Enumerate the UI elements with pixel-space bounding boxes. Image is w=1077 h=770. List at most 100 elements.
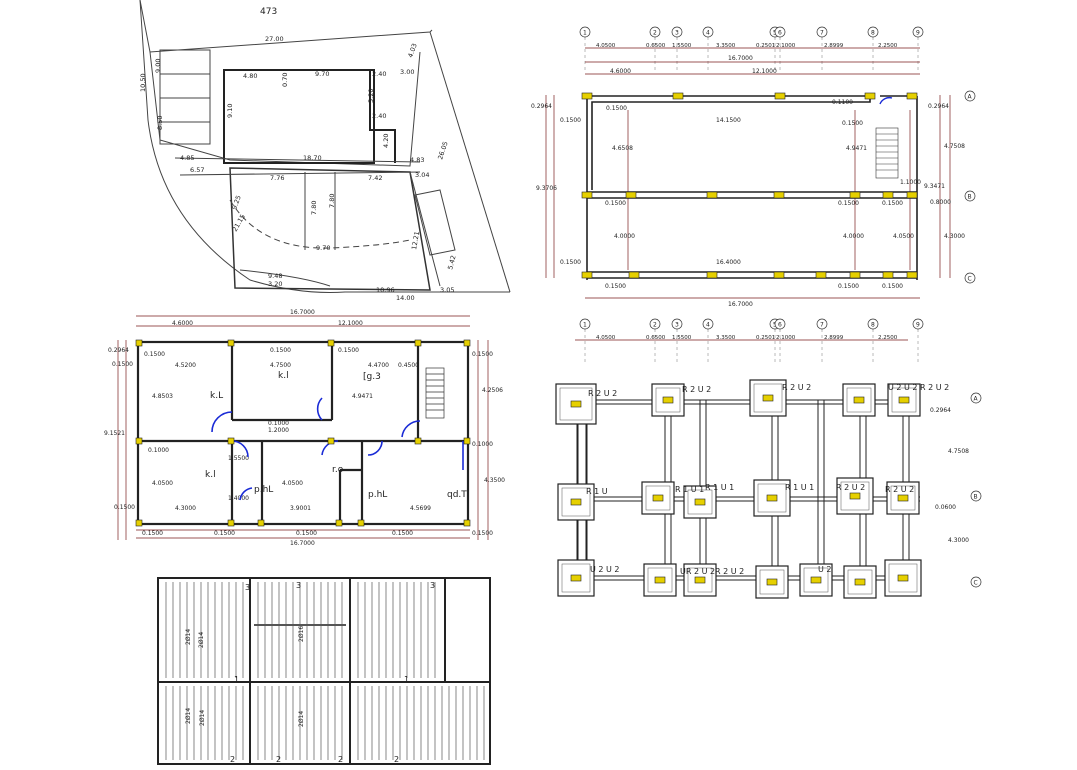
cp-dim-p: 4.3000 xyxy=(944,233,965,240)
slab-reinforcement-plan: 3 3 3 1 1 2 2 2 2 2Ø14 2Ø14 2Ø16 2Ø14 2Ø… xyxy=(157,577,491,765)
dim-v4: 2.40 xyxy=(372,112,386,120)
dim-house-right: 2.40 xyxy=(372,70,386,78)
grid-bubble xyxy=(867,26,879,38)
gf-dim-d1e: 0.1500 xyxy=(392,530,413,537)
column-marker xyxy=(672,92,684,100)
cp-dim-q: 9.3471 xyxy=(924,183,945,190)
dim-label: 2.1000 xyxy=(776,43,796,49)
fp-side-dim: 4.3000 xyxy=(948,537,969,544)
dim-label: 4.0500 xyxy=(596,43,616,49)
dim-label: 0.6500 xyxy=(646,43,666,49)
dim-diag-right: 26.05 xyxy=(436,140,449,160)
footing-outline xyxy=(803,567,829,593)
gf-dim-d23: 1.5500 xyxy=(228,455,249,462)
dim-lot-i: 12.21 xyxy=(410,231,421,251)
footing-label: R 2 U 2 xyxy=(885,485,914,494)
grid-label: 3 xyxy=(675,322,679,329)
rebar-label: 2Ø16 xyxy=(298,626,305,642)
fp-side-dim: 4.7508 xyxy=(948,448,969,455)
column-marker xyxy=(652,494,664,502)
grid-label: C xyxy=(974,580,978,587)
gf-dim-d24: 1.4000 xyxy=(228,495,249,502)
gf-dim-d9: 4.8503 xyxy=(152,393,173,400)
cp-dim-o: 4.7508 xyxy=(944,143,965,150)
dim-lot-d: 7.80 xyxy=(310,201,318,215)
column-marker xyxy=(706,271,718,279)
column-marker xyxy=(570,400,582,408)
dim-label: 2.1000 xyxy=(776,335,796,341)
grid-label: B xyxy=(968,194,972,201)
cp-dim-n: 0.2964 xyxy=(531,103,552,110)
slab-label: 2 xyxy=(338,755,343,764)
dim-site-top-right: 4.03 xyxy=(406,42,418,58)
grid-label: 1 xyxy=(583,30,587,37)
grid-bubble xyxy=(964,90,976,102)
dim-right-low: 5.42 xyxy=(446,254,457,270)
cp-dim-r2: 0.1500 xyxy=(882,283,903,290)
footing-outline xyxy=(847,569,873,595)
column-marker xyxy=(854,578,866,586)
fp-side-dim: 0.0600 xyxy=(935,504,956,511)
grid-label: 2 xyxy=(653,322,657,329)
dim-label: 1.5500 xyxy=(672,335,692,341)
grid-label: 2 xyxy=(653,30,657,37)
column-marker xyxy=(628,271,640,279)
grid-bubble xyxy=(912,26,924,38)
cp-dim-m: 0.1500 xyxy=(838,200,859,207)
dim-lower-left: 6.57 xyxy=(190,166,204,174)
footing-label: R 2 U 2 xyxy=(836,483,865,492)
slab-label: 1 xyxy=(234,675,239,684)
grid-bubble xyxy=(671,318,683,330)
column-marker xyxy=(773,271,785,279)
footing-outline xyxy=(753,383,783,413)
grid-label: 1 xyxy=(583,322,587,329)
column-marker xyxy=(906,92,918,100)
column-markers xyxy=(135,339,471,527)
grid-label: B xyxy=(974,494,978,501)
column-marker xyxy=(849,191,861,199)
column-marker xyxy=(815,271,827,279)
dim-bottom-3: 3.05 xyxy=(440,286,454,294)
footing-label: R 2 U 2 xyxy=(715,567,744,576)
column-marker xyxy=(882,191,894,199)
footing-outline xyxy=(561,487,591,517)
room-label: qd.T xyxy=(447,490,467,500)
slab-label: 2 xyxy=(276,755,281,764)
grid-label: 8 xyxy=(871,30,875,37)
room-label: [g.3 xyxy=(363,372,381,382)
column-marker xyxy=(762,394,774,402)
column-marker xyxy=(906,191,918,199)
dim-house-mid: 9.70 xyxy=(315,70,329,78)
grid-bubble xyxy=(649,26,661,38)
gf-dim-d4: 4.7500 xyxy=(270,362,291,369)
gf-dim-overall-bottom: 16.7000 xyxy=(290,540,315,547)
footing-outline xyxy=(687,567,713,593)
grid-label: A xyxy=(974,396,979,403)
footing-label: R 1 U 1 xyxy=(705,483,734,492)
cp-dim-i: 4.0000 xyxy=(614,233,635,240)
grid-bubble xyxy=(702,318,714,330)
slab-label: 1 xyxy=(404,675,409,684)
grid-bubble xyxy=(970,576,982,588)
gf-dim-d2: 4.5200 xyxy=(175,362,196,369)
slab-label: 3 xyxy=(296,581,301,590)
room-label: r.o xyxy=(332,465,344,475)
gf-dim-d6: 4.4700 xyxy=(368,362,389,369)
dim-mid-row: 18.70 xyxy=(303,154,322,162)
grid-bubble xyxy=(774,26,786,38)
lot-number: 473 xyxy=(260,7,277,17)
dim-lot-c: 3.04 xyxy=(415,171,429,179)
gf-dim-d11: 0.1000 xyxy=(268,420,289,427)
grid-bubble xyxy=(816,318,828,330)
grid-bubble xyxy=(970,392,982,404)
footing-outline xyxy=(757,483,787,513)
cp-dim-r: 0.1500 xyxy=(882,200,903,207)
cp-dim-overall: 16.7000 xyxy=(728,55,753,62)
dim-lot-j: 9.48 xyxy=(268,272,282,280)
gf-dim-sub-right: 12.1000 xyxy=(338,320,363,327)
footing-label: R 1 U xyxy=(586,487,608,496)
dim-small-1: 9.00 xyxy=(154,59,162,73)
grid-label: 4 xyxy=(706,30,710,37)
dim-label: 4.0500 xyxy=(596,335,616,341)
cp-dim-k: 4.0500 xyxy=(893,233,914,240)
